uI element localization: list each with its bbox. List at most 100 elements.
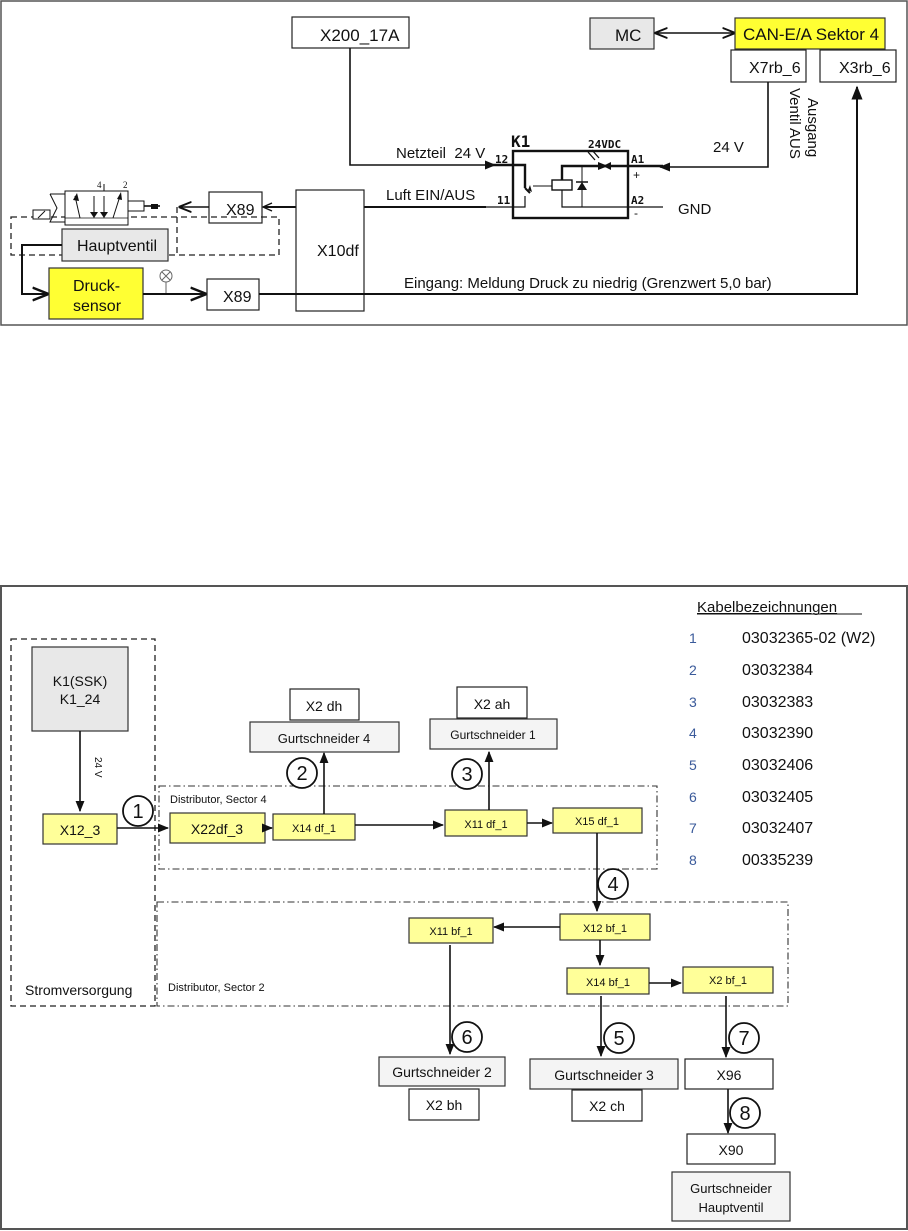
- svg-text:X3rb_6: X3rb_6: [839, 60, 891, 77]
- svg-text:03032405: 03032405: [742, 789, 813, 806]
- svg-text:X14 df_1: X14 df_1: [292, 823, 336, 835]
- svg-text:X89: X89: [223, 289, 252, 306]
- cable-legend: Kabelbezeichnungen 1 03032365-02 (W2) 2 …: [689, 599, 875, 869]
- gurtschneider-1: Gurtschneider 1: [429, 718, 558, 750]
- cable-marker-8: 8: [729, 1097, 761, 1129]
- druck-sensor: Druck- sensor: [48, 267, 144, 320]
- pneumatic-control-diagram: X200_17A Netzteil 24 V MC CAN-E/A Sektor…: [0, 0, 908, 326]
- terminal-x11-df-1: X11 df_1: [444, 809, 528, 837]
- cable-marker-7: 7: [728, 1022, 760, 1054]
- legend-item: 8 00335239: [689, 852, 813, 869]
- svg-text:Hauptventil: Hauptventil: [698, 1200, 763, 1215]
- solenoid-valve-symbol: 4 2: [32, 180, 160, 226]
- svg-text:3: 3: [461, 764, 472, 786]
- svg-text:03032390: 03032390: [742, 725, 813, 742]
- svg-text:X14 bf_1: X14 bf_1: [586, 977, 630, 989]
- svg-text:4: 4: [689, 725, 697, 741]
- svg-text:Gurtschneider 1: Gurtschneider 1: [450, 728, 536, 742]
- terminal-x14-df-1: X14 df_1: [272, 813, 356, 841]
- svg-text:+: +: [633, 168, 640, 182]
- terminal-x22df-3: X22df_3: [169, 812, 266, 844]
- distributor-sector-4-label: Distributor, Sector 4: [170, 794, 267, 806]
- svg-text:A1: A1: [631, 153, 645, 166]
- legend-item: 4 03032390: [689, 725, 813, 742]
- gurtschneider-hauptventil: Gurtschneider Hauptventil: [671, 1171, 791, 1222]
- svg-text:K1_24: K1_24: [60, 691, 101, 707]
- cable-marker-2: 2: [286, 757, 318, 789]
- svg-text:X2 ah: X2 ah: [474, 696, 511, 712]
- cable-marker-3: 3: [451, 758, 483, 790]
- svg-text:2: 2: [123, 180, 128, 190]
- ausgang-wire: [658, 82, 769, 172]
- legend-item: 1 03032365-02 (W2): [689, 630, 875, 647]
- bottom-panel-frame: [0, 585, 908, 1230]
- terminal-x15-df-1: X15 df_1: [552, 807, 643, 834]
- terminal-x12-bf-1: X12 bf_1: [559, 913, 651, 941]
- indicator-lamp-icon: [159, 269, 173, 294]
- ausgang-ventil-aus-label: Ausgang Ventil AUS: [786, 88, 821, 159]
- svg-text:X96: X96: [717, 1067, 742, 1083]
- svg-text:X2 bh: X2 bh: [426, 1097, 463, 1113]
- valve-sensor-line: [21, 244, 62, 294]
- svg-text:X7rb_6: X7rb_6: [749, 60, 801, 77]
- svg-text:03032383: 03032383: [742, 694, 813, 711]
- svg-text:X10df: X10df: [317, 243, 359, 260]
- cable-distribution-diagram: Stromversorgung Distributor, Sector 4 Di…: [0, 585, 908, 1230]
- can-io-sector-4: CAN-E/A Sektor 4: [734, 17, 886, 50]
- svg-text:-: -: [634, 206, 638, 220]
- cable-marker-4: 4: [597, 868, 629, 900]
- stromversorgung-area: [10, 638, 156, 1007]
- svg-text:5: 5: [613, 1028, 624, 1050]
- svg-text:X22df_3: X22df_3: [191, 821, 243, 837]
- svg-text:Ausgang: Ausgang: [804, 98, 821, 157]
- svg-text:Gurtschneider: Gurtschneider: [690, 1181, 772, 1196]
- relay-k1: K1 24VDC 12 11 A1 A2 + -: [486, 132, 663, 220]
- svg-text:CAN-E/A Sektor 4: CAN-E/A Sektor 4: [743, 25, 879, 44]
- svg-text:5: 5: [689, 757, 697, 773]
- gurtschneider-3: Gurtschneider 3: [529, 1058, 679, 1090]
- legend-item: 5 03032406: [689, 757, 813, 774]
- terminal-x2-bf-1: X2 bf_1: [682, 966, 774, 994]
- terminal-x96: X96: [684, 1058, 774, 1090]
- eingang-label: Eingang: Meldung Druck zu niedrig (Grenz…: [404, 275, 772, 292]
- svg-text:X12 bf_1: X12 bf_1: [583, 923, 627, 935]
- stromversorgung-label: Stromversorgung: [25, 982, 132, 998]
- 24v-label: 24 V: [713, 139, 744, 156]
- terminal-x11-bf-1: X11 bf_1: [408, 917, 494, 944]
- svg-text:7: 7: [689, 820, 697, 836]
- svg-text:1: 1: [689, 630, 697, 646]
- distributor-sector-2-label: Distributor, Sector 2: [168, 982, 265, 994]
- terminal-x2-dh: X2 dh: [289, 688, 360, 721]
- svg-text:X2 bf_1: X2 bf_1: [709, 975, 747, 987]
- svg-text:X2 ch: X2 ch: [589, 1098, 625, 1114]
- mc-controller: MC: [589, 17, 655, 50]
- legend-item: 6 03032405: [689, 789, 813, 806]
- luft-label: Luft EIN/AUS: [386, 187, 475, 204]
- svg-text:Ventil AUS: Ventil AUS: [786, 88, 803, 159]
- terminal-x89-bottom: X89: [206, 278, 260, 311]
- svg-text:X15 df_1: X15 df_1: [575, 816, 619, 828]
- svg-text:Gurtschneider 3: Gurtschneider 3: [554, 1067, 654, 1083]
- terminal-x2-bh: X2 bh: [408, 1088, 480, 1121]
- svg-text:X89: X89: [226, 202, 255, 219]
- svg-text:X2 dh: X2 dh: [306, 698, 343, 714]
- svg-text:03032407: 03032407: [742, 820, 813, 837]
- svg-text:03032365-02 (W2): 03032365-02 (W2): [742, 630, 875, 647]
- svg-text:2: 2: [296, 763, 307, 785]
- cable-marker-5: 5: [603, 1022, 635, 1054]
- legend-item: 2 03032384: [689, 662, 813, 679]
- svg-text:X12_3: X12_3: [60, 822, 101, 838]
- svg-text:Gurtschneider 2: Gurtschneider 2: [392, 1064, 492, 1080]
- terminal-x89-top: X89: [208, 191, 263, 224]
- terminal-x200-17a: X200_17A: [291, 16, 410, 49]
- cable-marker-6: 6: [451, 1021, 483, 1053]
- svg-text:K1: K1: [511, 132, 530, 151]
- svg-text:X200_17A: X200_17A: [320, 26, 400, 45]
- legend-title: Kabelbezeichnungen: [697, 599, 837, 616]
- 24v-vertical-label: 24 V: [92, 757, 103, 778]
- terminal-x10df: X10df: [295, 189, 365, 312]
- legend-item: 3 03032383: [689, 694, 813, 711]
- svg-text:03032406: 03032406: [742, 757, 813, 774]
- distributor-sector-2-area: [156, 901, 789, 1007]
